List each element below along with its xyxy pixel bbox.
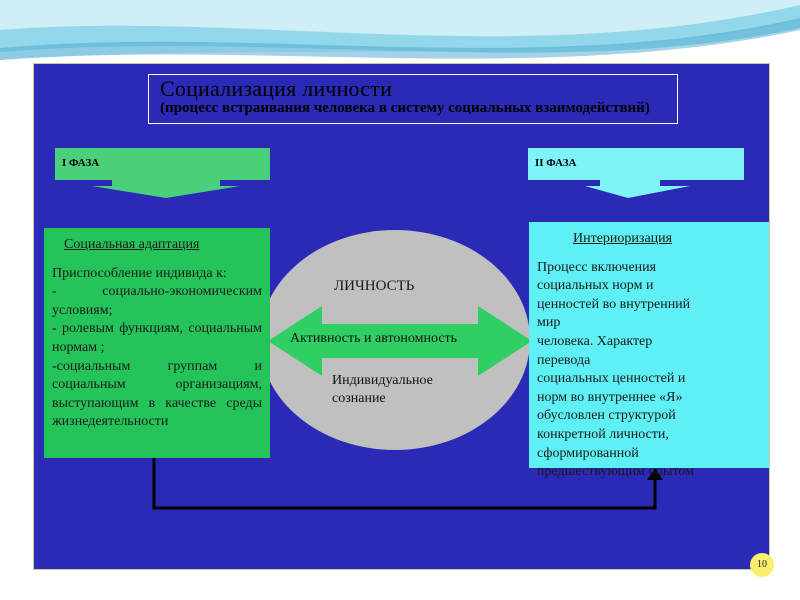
wave-band-2	[0, 5, 800, 53]
interiorization-heading: Интериоризация	[573, 231, 673, 246]
title-frame	[148, 74, 678, 124]
wave-band-3	[0, 18, 800, 60]
decorative-waves	[0, 0, 800, 60]
slide-subtitle: (процесс встраивания человека в систему …	[160, 100, 650, 116]
phase-one-down-arrow	[92, 180, 240, 198]
page-number-badge: 10	[750, 553, 774, 577]
slide-title: Социализация личности	[160, 76, 393, 101]
social-adaptation-heading: Социальная адаптация	[64, 237, 200, 252]
interiorization-card: Интериоризация Процесс включения социаль…	[529, 222, 769, 479]
interiorization-text: Процесс включения социальных норм и ценн…	[537, 259, 694, 480]
activity-autonomy-label: Активность и автономность	[290, 331, 458, 346]
phase-two-label: II ФАЗА	[528, 148, 744, 180]
social-adaptation-card: Социальная адаптация Приспособление инди…	[44, 228, 270, 458]
individual-consciousness-label: Индивидуальное сознание	[332, 373, 433, 406]
phase-two-down-arrow	[585, 180, 690, 198]
phase-one-label: I ФАЗА	[55, 148, 270, 180]
feedback-connector-arrowhead	[647, 468, 663, 480]
activity-double-arrow	[268, 306, 532, 376]
social-adaptation-text: Приспособление индивида к: - социально-э…	[52, 265, 262, 430]
personality-label: ЛИЧНОСТЬ	[334, 278, 415, 294]
feedback-connector-line	[152, 458, 657, 510]
